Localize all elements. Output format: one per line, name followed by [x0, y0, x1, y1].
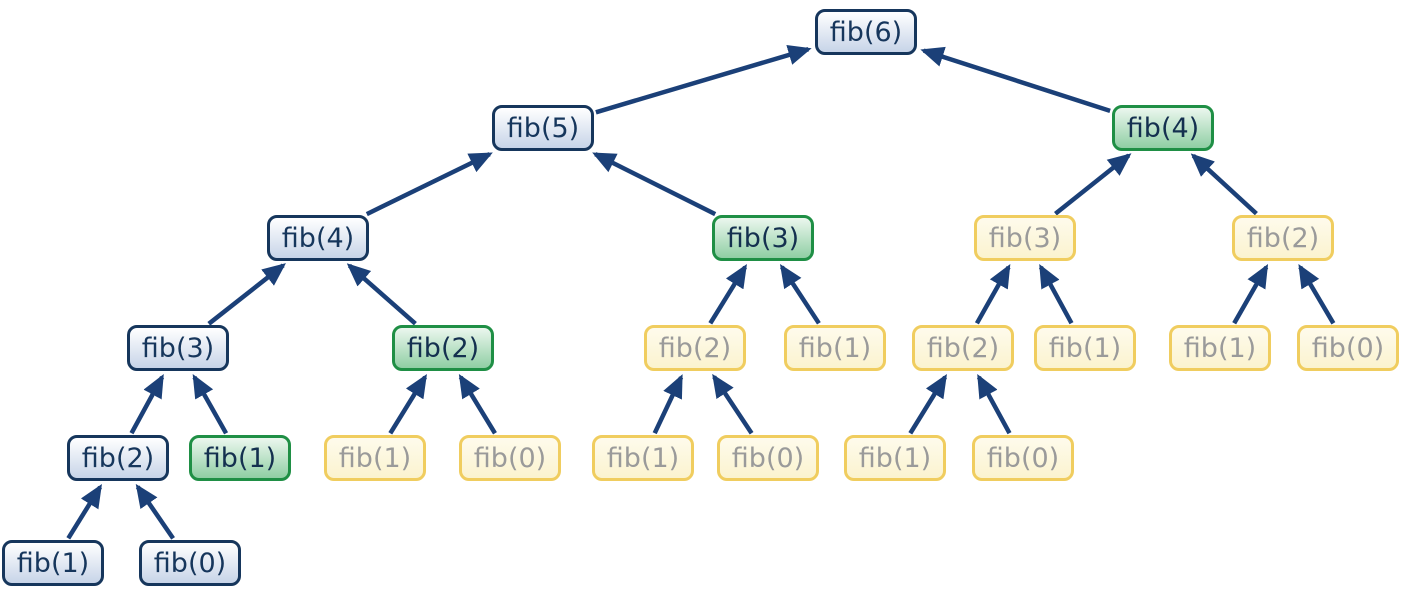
- tree-node-s0d: fib(0): [459, 435, 561, 481]
- tree-node-s2b: fib(2): [912, 325, 1014, 371]
- tree-node-s1c: fib(1): [1169, 325, 1271, 371]
- tree-node-f4: fib(4): [267, 215, 369, 261]
- tree-node-s0e: fib(0): [717, 435, 819, 481]
- tree-node-f5: fib(5): [492, 105, 594, 151]
- edge-m1-to-f3: [192, 374, 229, 435]
- edge-s2a-to-m3: [708, 264, 748, 325]
- edge-s0d-to-m2: [458, 374, 497, 435]
- edge-f4-to-f5: [365, 152, 493, 217]
- edge-s1f-to-s2b: [908, 374, 948, 435]
- tree-node-m4: fib(4): [1112, 105, 1214, 151]
- edge-s1e-to-s2a: [652, 374, 684, 435]
- edge-s0f-to-s2b: [976, 374, 1012, 435]
- edge-s0e-to-s2a: [712, 373, 754, 435]
- tree-node-s1b: fib(1): [1034, 325, 1136, 371]
- tree-node-m2: fib(2): [392, 325, 494, 371]
- tree-node-s2a: fib(2): [644, 325, 746, 371]
- tree-node-s1d: fib(1): [324, 435, 426, 481]
- edge-m4-to-f6: [920, 46, 1111, 114]
- edge-s1a-to-m3: [779, 263, 821, 325]
- tree-node-s0c: fib(0): [1297, 325, 1399, 371]
- tree-node-f3: fib(3): [127, 325, 229, 371]
- edge-f5-to-f6: [595, 44, 812, 115]
- tree-node-m1: fib(1): [189, 435, 291, 481]
- edge-m3-to-f5: [592, 152, 717, 217]
- tree-node-s3a: fib(3): [974, 215, 1076, 261]
- edge-f2-to-f3: [129, 374, 165, 435]
- edge-f1-to-f2: [66, 484, 103, 540]
- tree-node-f0: fib(0): [139, 540, 241, 586]
- tree-node-s0f: fib(0): [972, 435, 1074, 481]
- tree-node-s2r: fib(2): [1232, 215, 1334, 261]
- edge-s1d-to-m2: [388, 374, 428, 435]
- tree-node-s1f: fib(1): [844, 435, 946, 481]
- edge-s2r-to-m4: [1190, 153, 1258, 216]
- edge-s3a-to-m4: [1053, 153, 1132, 216]
- tree-node-f2: fib(2): [67, 435, 169, 481]
- tree-node-s1e: fib(1): [592, 435, 694, 481]
- tree-node-f6: fib(6): [815, 9, 917, 55]
- edge-s1c-to-s2r: [1232, 264, 1269, 325]
- edge-f3-to-f4: [207, 263, 286, 326]
- edge-m2-to-f4: [346, 263, 417, 326]
- edge-s0c-to-s2r: [1298, 263, 1336, 325]
- tree-node-f1: fib(1): [2, 540, 104, 586]
- edge-s1b-to-s3a: [1038, 264, 1074, 325]
- tree-node-m3: fib(3): [712, 215, 814, 261]
- edge-s2b-to-s3a: [974, 264, 1011, 325]
- tree-node-s1a: fib(1): [784, 325, 886, 371]
- edge-f0-to-f2: [135, 483, 175, 540]
